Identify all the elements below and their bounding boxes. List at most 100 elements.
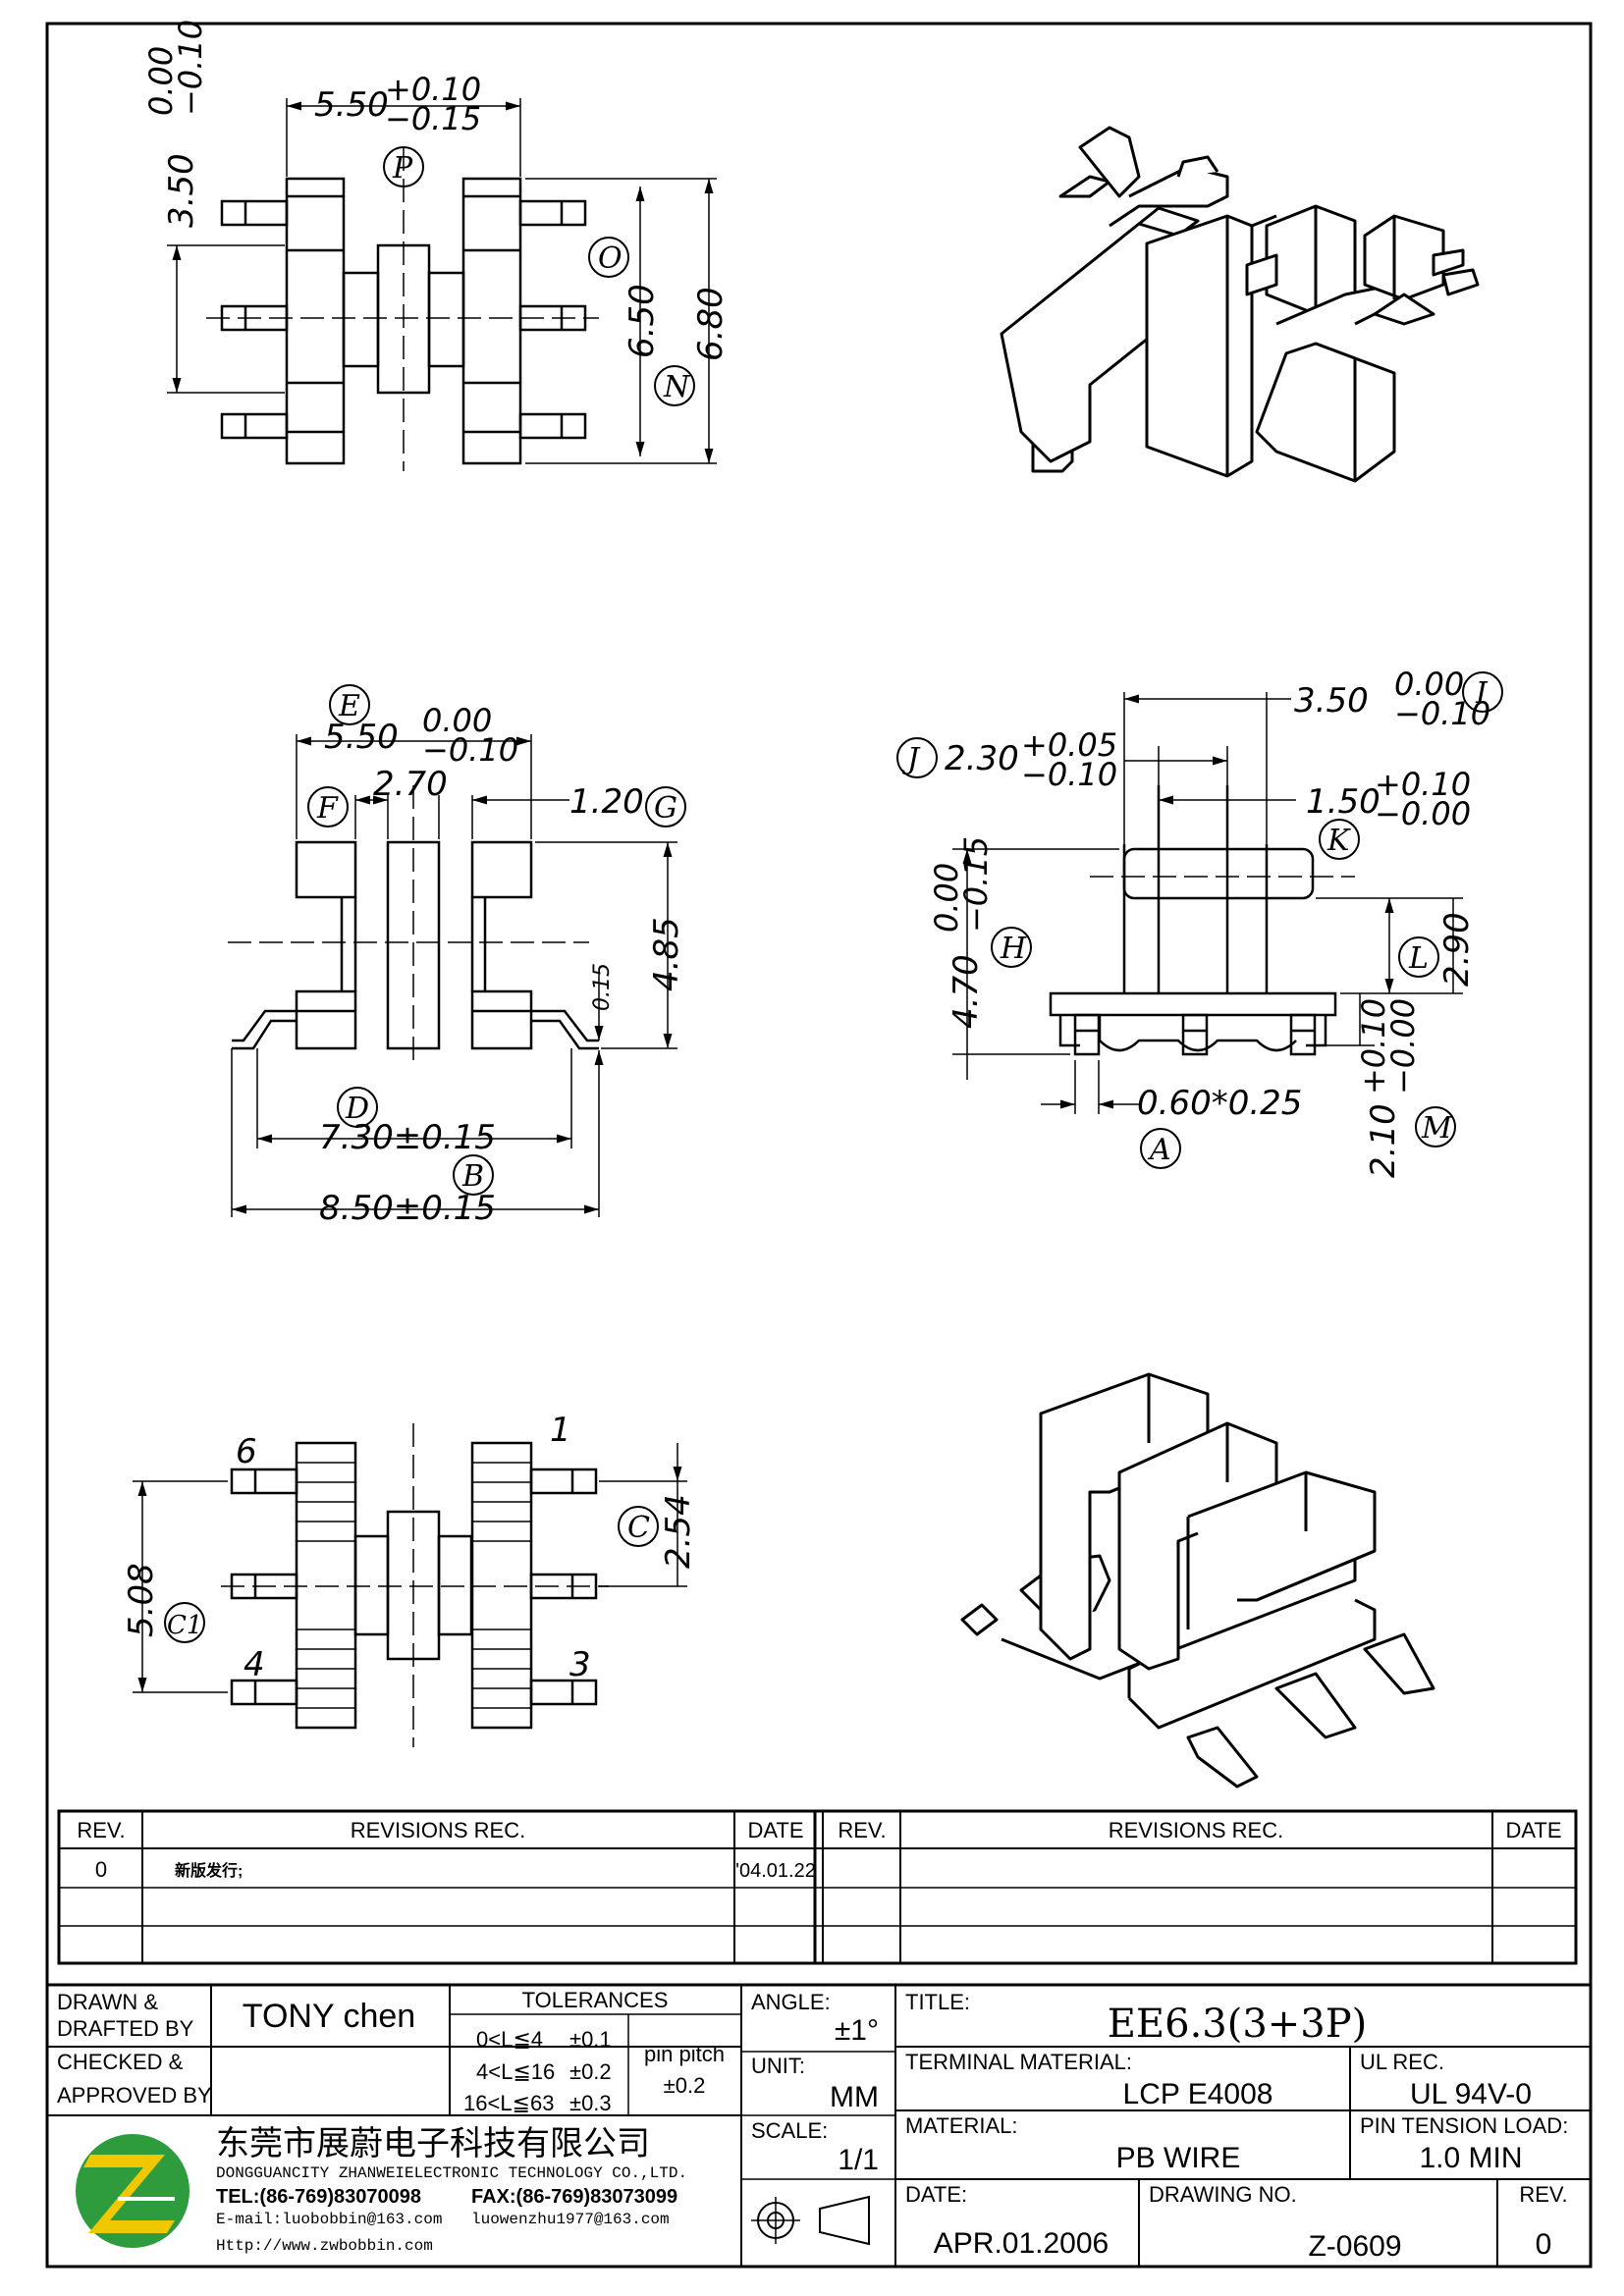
- label-m: M: [1421, 1111, 1453, 1146]
- rev-label: REV.: [1519, 2182, 1567, 2207]
- rev-header-right: REV.: [838, 1818, 886, 1842]
- dim-front-width-tol-b: −0.10: [422, 731, 518, 769]
- dim-side-inner-tol-minus: −0.00: [1375, 795, 1471, 832]
- tol-value-1: ±0.1: [569, 2027, 612, 2052]
- company-email-2: luowenzhu1977@163.com: [471, 2211, 670, 2228]
- company-fax: FAX:(86-769)83073099: [471, 2186, 677, 2208]
- pin-number-3: 3: [569, 1645, 591, 1684]
- scale-label: SCALE:: [751, 2118, 828, 2143]
- rev-value: 0: [1536, 2228, 1552, 2261]
- terminal-material-value: LCP E4008: [1123, 2078, 1273, 2110]
- drawn-by-value: TONY chen: [243, 1998, 415, 2035]
- pin-pitch-label: pin pitch: [644, 2042, 725, 2066]
- pin-tension-value: 1.0 MIN: [1419, 2142, 1522, 2174]
- drawing-no-label: DRAWING NO.: [1149, 2182, 1297, 2207]
- label-l: L: [1408, 941, 1429, 976]
- company-email: E-mail:luobobbin@163.com: [216, 2211, 442, 2228]
- dim-side-base-height-tol-plus: +0.10: [1355, 998, 1392, 1095]
- ul-rec-label: UL REC.: [1360, 2050, 1444, 2074]
- tolerances-label: TOLERANCES: [522, 1988, 669, 2012]
- dim-front-center: 2.70: [373, 765, 448, 804]
- dim-side-core-tol-plus: +0.05: [1021, 726, 1117, 764]
- title-block: [45, 1983, 1593, 2269]
- dim-top-pin-offset: 3.50: [162, 153, 201, 228]
- dim-bottom-pitch-total: 5.08: [122, 1563, 161, 1637]
- isometric-view-bottom: [960, 1372, 1435, 1789]
- checked-label-1: CHECKED &: [57, 2050, 184, 2074]
- tol-range-2: 4<L≦16: [476, 2059, 555, 2084]
- dim-top-pin-offset-tol-a: 0.00: [142, 46, 180, 116]
- pin-number-4: 4: [244, 1645, 265, 1684]
- dim-bottom-pitch: 2.54: [659, 1494, 698, 1569]
- dim-front-span-inner: 7.30±0.15: [319, 1118, 496, 1157]
- date-value: APR.01.2006: [934, 2227, 1109, 2260]
- label-n: N: [663, 370, 691, 404]
- pin-tension-label: PIN TENSION LOAD:: [1360, 2113, 1568, 2138]
- revision-row-date: '04.01.22: [735, 1860, 816, 1882]
- dim-front-flange: 1.20: [569, 782, 644, 822]
- unit-label: UNIT:: [751, 2054, 805, 2078]
- dim-side-base-height-tol-minus: −0.00: [1384, 998, 1422, 1095]
- bottom-view: [133, 1423, 687, 1747]
- dim-top-width-tol-minus: −0.15: [385, 100, 481, 137]
- isometric-view-top: [1000, 126, 1480, 483]
- angle-value: ±1°: [835, 2014, 879, 2047]
- revisions-header-right: REVISIONS REC.: [1109, 1818, 1283, 1842]
- label-o: O: [598, 241, 623, 276]
- tol-range-1: 0<L≦4: [476, 2027, 543, 2052]
- tol-value-2: ±0.2: [569, 2059, 612, 2084]
- drawn-label-2: DRAFTED BY: [57, 2016, 194, 2041]
- revision-row-rec: 新版发行;: [175, 1861, 243, 1880]
- dim-top-pin-offset-tol-b: −0.10: [172, 20, 209, 116]
- material-label: MATERIAL:: [905, 2113, 1018, 2138]
- tol-range-3: 16<L≦63: [463, 2091, 554, 2115]
- label-d: D: [345, 1092, 369, 1126]
- drawing-no-value: Z-0609: [1308, 2230, 1401, 2263]
- label-c: C: [627, 1511, 650, 1545]
- top-view: [167, 98, 717, 471]
- drawing-title: EE6.3(3+3P): [1108, 2002, 1368, 2047]
- pin-number-1: 1: [550, 1411, 571, 1450]
- company-name-cn: 东莞市展蔚电子科技有限公司: [216, 2124, 650, 2163]
- label-h: H: [1000, 932, 1027, 966]
- dim-side-inner: 1.50: [1306, 782, 1380, 822]
- dim-side-core: 2.30: [945, 739, 1019, 778]
- angle-label: ANGLE:: [751, 1990, 831, 2014]
- pin-pitch-tol: ±0.2: [664, 2073, 706, 2098]
- dim-side-width: 3.50: [1294, 681, 1369, 721]
- side-view: [896, 671, 1503, 1169]
- date-header-right: DATE: [1505, 1818, 1561, 1842]
- company-website: Http://www.zwbobbin.com: [216, 2237, 433, 2255]
- dim-side-inner-tol-plus: +0.10: [1375, 766, 1471, 803]
- front-view: [228, 684, 686, 1217]
- unit-value: MM: [830, 2081, 879, 2113]
- ul-rec-value: UL 94V-0: [1410, 2078, 1532, 2110]
- dim-front-height: 4.85: [647, 917, 686, 991]
- dim-side-base-height: 2.10: [1364, 1103, 1403, 1178]
- pin-number-6: 6: [236, 1432, 257, 1471]
- terminal-material-label: TERMINAL MATERIAL:: [905, 2050, 1132, 2074]
- label-j: J: [901, 742, 921, 776]
- dim-side-pin: 0.60*0.25: [1137, 1084, 1302, 1123]
- date-label: DATE:: [905, 2182, 967, 2207]
- dim-side-width-tol-b: −0.10: [1394, 695, 1490, 732]
- dim-side-core-tol-minus: −0.10: [1021, 756, 1117, 793]
- scale-value: 1/1: [838, 2144, 879, 2176]
- drawn-label-1: DRAWN &: [57, 1990, 158, 2014]
- dim-front-width-tol-a: 0.00: [422, 702, 492, 739]
- dim-side-body-height: 2.90: [1437, 912, 1477, 987]
- revision-table: [57, 1809, 1578, 1965]
- dim-front-gap: 0.15: [590, 963, 615, 1011]
- material-value: PB WIRE: [1116, 2142, 1241, 2174]
- dim-top-width-tol-plus: +0.10: [385, 71, 481, 108]
- dim-front-span-outer: 8.50±0.15: [319, 1189, 496, 1228]
- company-logo: [76, 2134, 189, 2248]
- label-a: A: [1147, 1133, 1171, 1167]
- tol-value-3: ±0.3: [569, 2091, 612, 2115]
- dim-side-total-height: 4.70: [947, 954, 986, 1029]
- label-i: I: [1475, 676, 1489, 711]
- date-header-left: DATE: [747, 1818, 803, 1842]
- checked-label-2: APPROVED BY: [57, 2083, 212, 2108]
- label-c1: C1: [167, 1611, 202, 1640]
